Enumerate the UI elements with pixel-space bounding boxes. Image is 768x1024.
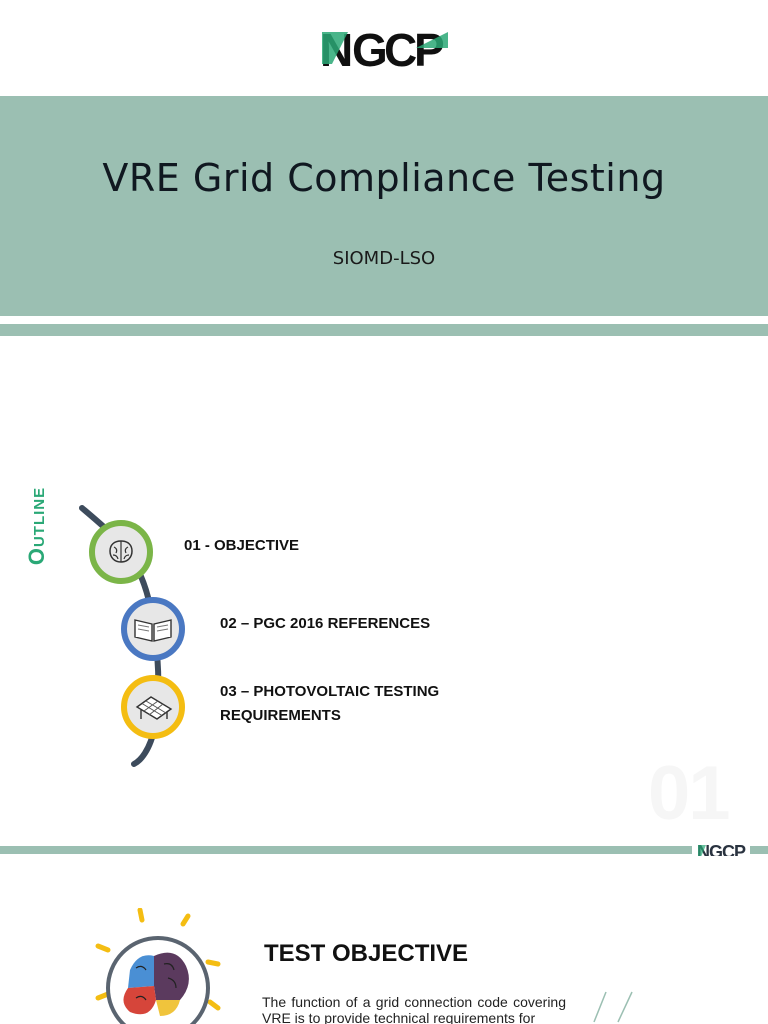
section-watermark: 01: [648, 751, 731, 836]
outline-item-photovoltaic: 03 – PHOTOVOLTAIC TESTING REQUIREMENTS: [220, 683, 440, 724]
objective-slide: TEST OBJECTIVE The function of a grid co…: [0, 856, 768, 1024]
footer-band-end: [750, 846, 768, 854]
solar-panel-icon: [135, 696, 173, 720]
brain-bulb-icon: [90, 907, 230, 1024]
objective-circle: [89, 520, 153, 584]
divider-band: [0, 324, 768, 336]
svg-text:C: C: [384, 26, 416, 70]
references-circle: [121, 597, 185, 661]
slide-title: VRE Grid Compliance Testing: [102, 156, 666, 200]
outline-label: Outline: [24, 471, 54, 581]
title-slide: N G C P VRE Grid Compliance Testing SIOM…: [0, 0, 768, 336]
book-icon: [134, 619, 172, 642]
ngcp-logo-small: NGCP: [697, 842, 749, 856]
test-objective-body: The function of a grid connection code c…: [262, 994, 566, 1024]
outline-label-text: Outline: [24, 486, 49, 566]
test-objective-title: TEST OBJECTIVE: [264, 940, 469, 967]
outline-item-objective: 01 - OBJECTIVE: [184, 537, 300, 554]
svg-text:G: G: [352, 26, 385, 70]
footer-logo-text: NGCP: [697, 842, 746, 856]
slide-subtitle: SIOMD-LSO: [332, 248, 436, 269]
brain-icon: [109, 540, 133, 563]
decorative-slashes: [593, 991, 633, 1023]
title-band: [0, 96, 768, 316]
photovoltaic-circle: [121, 675, 185, 739]
ngcp-logo: N G C P: [320, 26, 450, 70]
outline-slide: Outline 01 - OBJECTIVE 02 – PGC 2016 REF…: [0, 336, 768, 856]
footer-band: [0, 846, 692, 854]
outline-item-references: 02 – PGC 2016 REFERENCES: [220, 615, 431, 632]
